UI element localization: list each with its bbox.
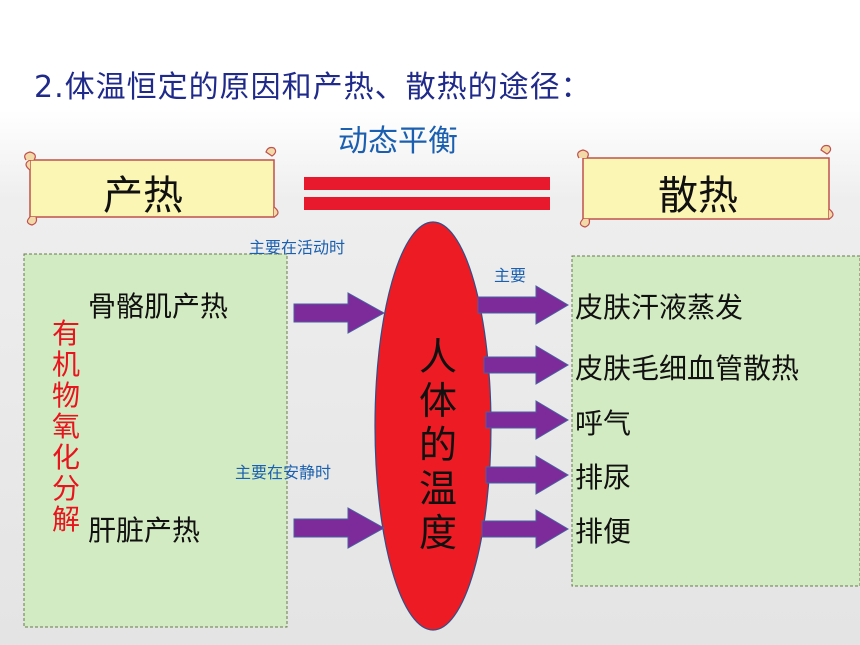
dissipation-item-feces: 排便 <box>575 515 632 548</box>
note-at-rest: 主要在安静时 <box>235 463 332 482</box>
heat-production-scroll <box>24 146 279 226</box>
arrow-liver-to-body <box>293 507 386 549</box>
heat-production-box <box>23 253 288 628</box>
arrow-to-capillary <box>483 345 569 385</box>
heat-dissipation-box <box>571 255 860 587</box>
heat-production-label: 产热 <box>103 173 183 219</box>
equals-bar-bottom <box>304 197 550 210</box>
note-during-activity: 主要在活动时 <box>249 238 346 257</box>
heat-dissipation-label: 散热 <box>658 173 738 219</box>
skeletal-muscle-label: 骨骼肌产热 <box>88 290 229 323</box>
equals-bar-top <box>304 177 550 190</box>
dynamic-balance-label: 动态平衡 <box>338 124 458 159</box>
arrow-to-sweat <box>477 285 569 325</box>
arrow-to-feces <box>481 509 569 549</box>
body-temperature-label: 人体的温度 <box>418 335 457 555</box>
dissipation-item-exhale: 呼气 <box>575 407 632 440</box>
heat-dissipation-scroll <box>577 144 834 228</box>
organic-oxidation-label: 有机物氧化分解 <box>51 317 80 536</box>
slide-title: 2.体温恒定的原因和产热、散热的途径： <box>34 70 592 105</box>
dissipation-item-urine: 排尿 <box>575 461 632 494</box>
dissipation-item-capillary: 皮肤毛细血管散热 <box>575 352 800 385</box>
arrow-to-exhale <box>485 400 569 440</box>
note-main-dissipation: 主要 <box>494 266 527 285</box>
dissipation-item-sweat: 皮肤汗液蒸发 <box>575 291 744 324</box>
arrow-to-urine <box>485 455 569 495</box>
arrow-muscle-to-body <box>293 292 386 334</box>
liver-label: 肝脏产热 <box>88 514 201 547</box>
